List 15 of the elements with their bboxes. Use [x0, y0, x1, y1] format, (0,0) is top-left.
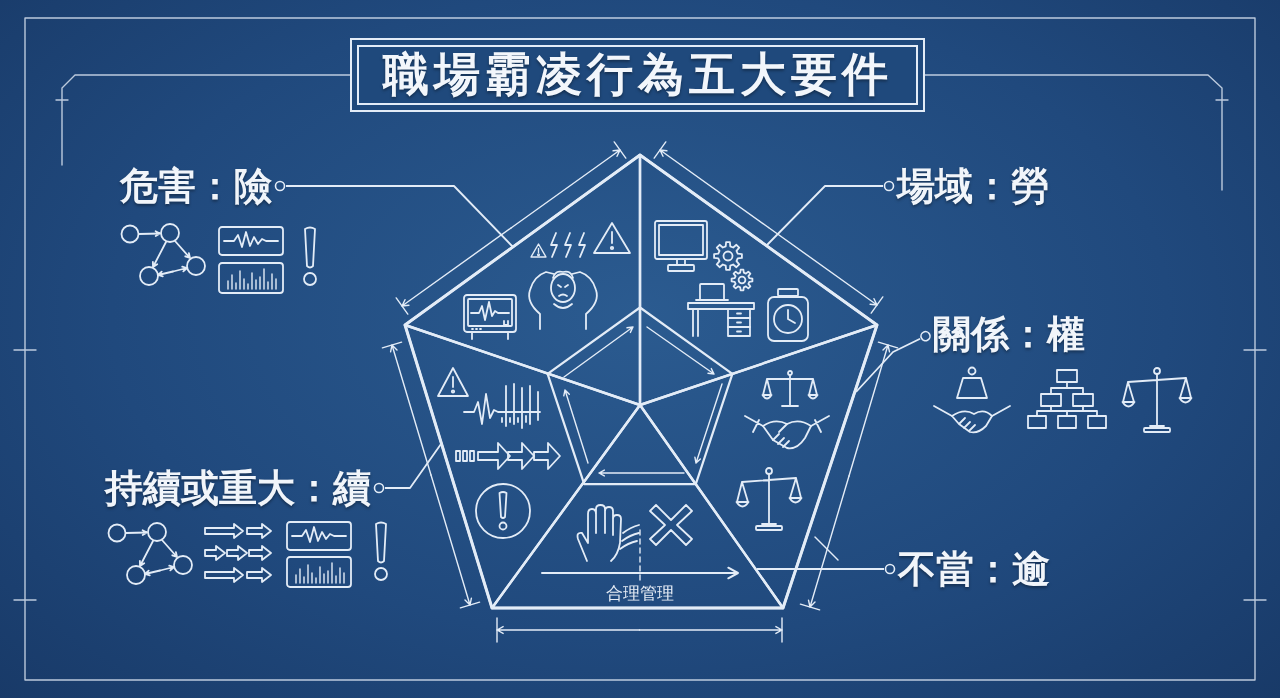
callout-label: 不當：逾: [898, 548, 1050, 590]
triangle-section: [638, 153, 879, 407]
leader-line: [855, 330, 931, 393]
pentagon: [403, 153, 879, 610]
title-banner: 職場霸凌行為五大要件: [350, 38, 925, 112]
callout-label: 危害：險: [120, 165, 272, 207]
callout-label: 持續或重大：續: [105, 467, 371, 509]
leader-line: [274, 180, 514, 248]
leader-line: [373, 443, 442, 494]
callout-label: 關係：權: [933, 313, 1085, 355]
leader-line: [765, 180, 895, 247]
leader-line: [756, 563, 896, 575]
triangle-section: [490, 403, 785, 610]
callout-label: 場域：勞: [897, 165, 1049, 207]
caption-text: 合理管理: [606, 583, 674, 603]
